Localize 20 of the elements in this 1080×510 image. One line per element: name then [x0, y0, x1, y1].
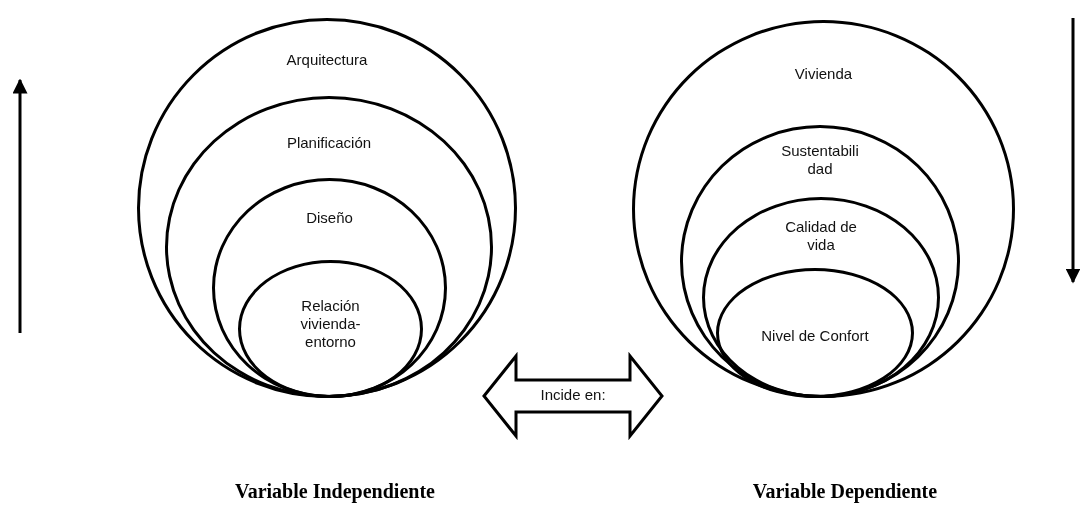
variable-caption: Variable Independiente [234, 480, 436, 503]
nested-circle [137, 18, 517, 398]
circle-label: Sustentabili dad [780, 142, 860, 178]
circle-label: Nivel de Confort [760, 327, 870, 345]
nested-circle [165, 96, 493, 398]
circle-label: Arquitectura [285, 51, 369, 69]
edge-label: Incide en: [540, 386, 606, 403]
circle-label: Calidad de vida [784, 218, 858, 254]
variable-caption: Variable Dependiente [751, 480, 939, 503]
circle-label: Planificación [285, 134, 373, 152]
nested-circle [716, 268, 914, 398]
nested-circle [238, 260, 423, 398]
nested-circle [632, 20, 1015, 398]
circle-label: Relación vivienda- entorno [299, 297, 362, 351]
double-block-arrow [482, 351, 664, 441]
nested-circle [702, 197, 940, 398]
circle-label: Vivienda [793, 65, 854, 83]
circle-label: Diseño [305, 209, 354, 227]
nested-circle [212, 178, 447, 398]
nested-circle [680, 125, 960, 398]
